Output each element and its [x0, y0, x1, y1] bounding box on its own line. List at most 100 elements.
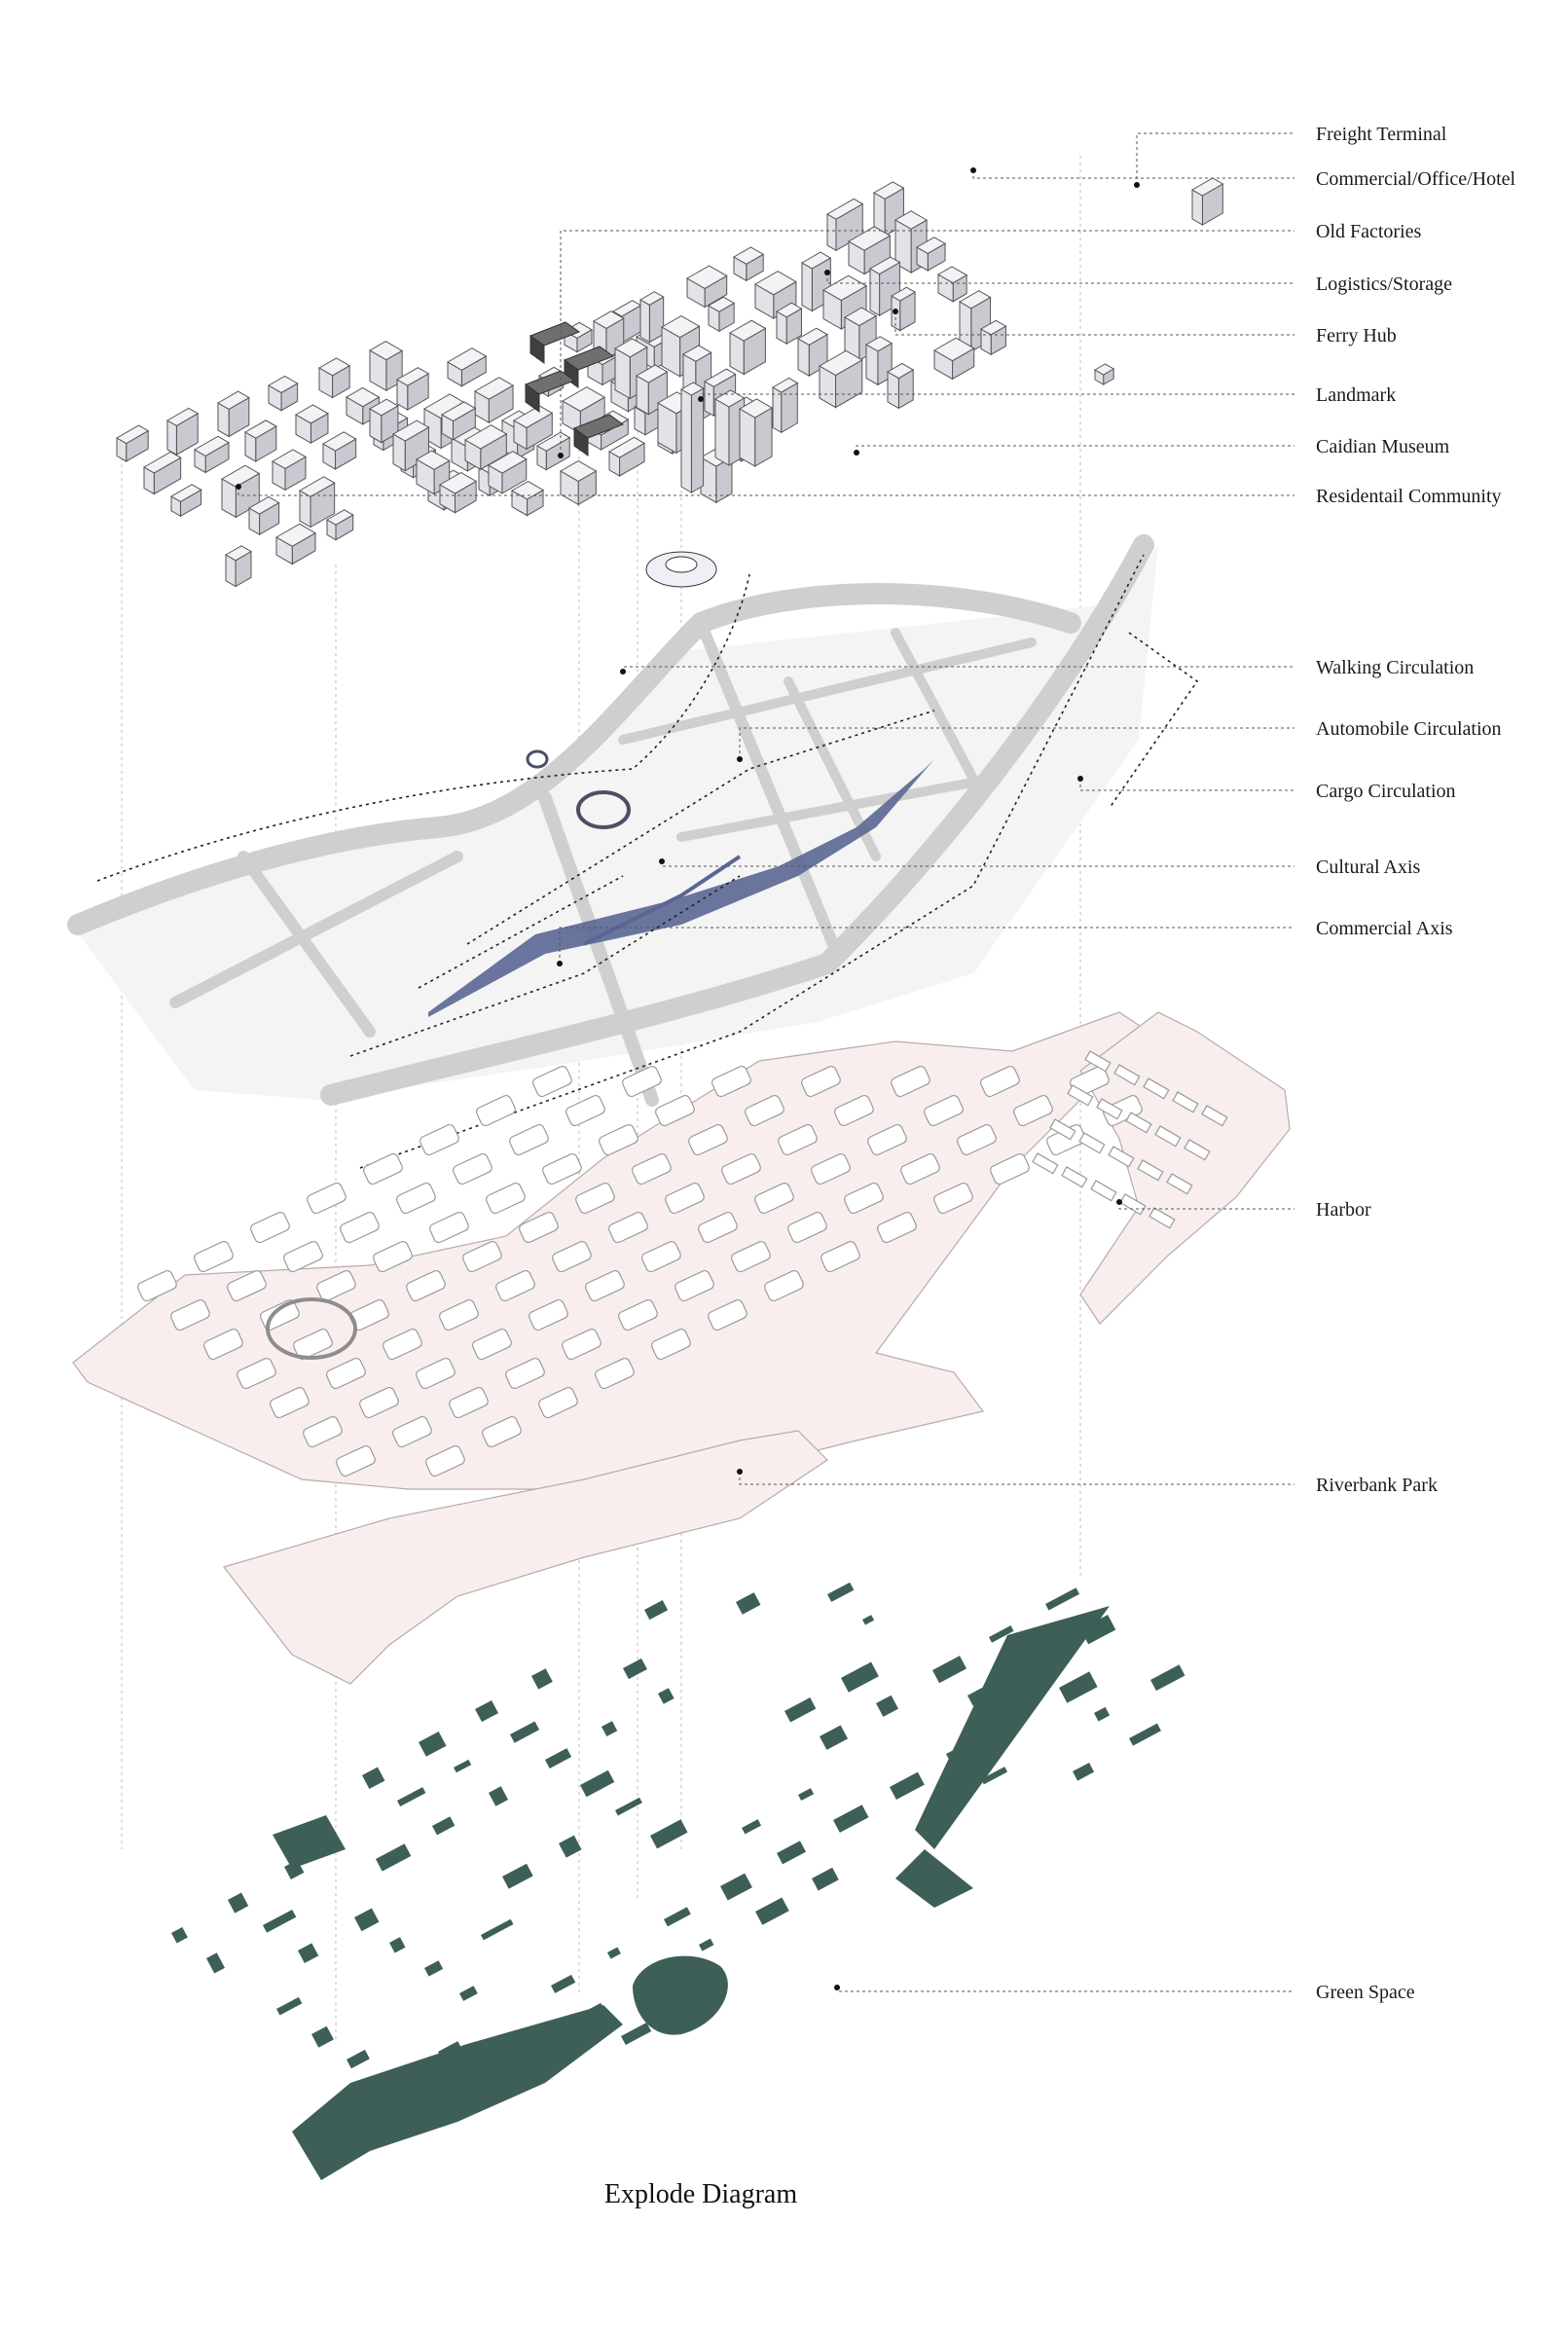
building: [245, 420, 276, 461]
label-walking-circulation: Walking Circulation: [1316, 657, 1474, 678]
building: [1192, 178, 1222, 225]
building: [167, 408, 198, 455]
green-patch: [389, 1937, 406, 1952]
label-landmark: Landmark: [1316, 384, 1396, 406]
label-old-factories: Old Factories: [1316, 221, 1422, 242]
green-patch: [664, 1907, 691, 1926]
green-patch: [454, 1760, 471, 1772]
green-patch: [397, 1787, 425, 1806]
landmark-ring-inner: [666, 557, 697, 572]
plan-block: [306, 1182, 347, 1215]
green-patch: [755, 1897, 789, 1924]
building: [273, 450, 306, 490]
green-patch: [346, 2050, 370, 2068]
leader-dot: [659, 858, 665, 864]
building: [319, 358, 349, 398]
green-patch: [354, 1908, 379, 1931]
label-cultural-axis: Cultural Axis: [1316, 857, 1420, 878]
harbor-berth: [1079, 1133, 1105, 1153]
leader-dot: [854, 450, 859, 456]
green-patch: [1150, 1664, 1185, 1691]
building: [144, 452, 181, 493]
building: [1095, 364, 1113, 384]
green-patch: [798, 1788, 814, 1801]
green-patch: [720, 1874, 752, 1901]
building: [777, 303, 801, 344]
leader-dot: [558, 453, 564, 458]
park-green: [633, 1956, 728, 2035]
green-patch: [602, 1721, 617, 1736]
harbor-berth: [1091, 1181, 1116, 1201]
green-patch: [459, 1986, 478, 2001]
green-patch: [419, 1732, 447, 1757]
building: [561, 461, 596, 505]
green-patch: [489, 1786, 508, 1806]
leader-dot: [236, 484, 241, 490]
harbor-green: [895, 1849, 973, 1908]
plan-block: [193, 1240, 235, 1273]
leader-dot: [1077, 776, 1083, 782]
plan-block: [475, 1094, 517, 1127]
green-patch: [559, 1836, 582, 1858]
green-patch: [580, 1770, 614, 1798]
leader-line: [895, 311, 1295, 335]
harbor-berth: [1033, 1153, 1058, 1174]
green-patch: [658, 1688, 675, 1704]
building: [117, 425, 148, 461]
green-patch: [1073, 1763, 1094, 1781]
label-logistics-storage: Logistics/Storage: [1316, 274, 1452, 295]
green-patch: [362, 1767, 384, 1788]
green-strip: [915, 1606, 1110, 1849]
building: [512, 482, 543, 516]
green-patch: [777, 1841, 806, 1864]
label-cargo-circulation: Cargo Circulation: [1316, 781, 1456, 802]
leader-line: [1137, 133, 1295, 185]
green-patch: [298, 1943, 318, 1963]
leader-dot: [834, 1985, 840, 1990]
green-patch: [833, 1805, 869, 1833]
leader-dot: [737, 756, 743, 762]
plan-block: [428, 1211, 470, 1244]
plan-block: [419, 1123, 460, 1156]
plan-block: [395, 1182, 437, 1215]
plan-block: [565, 1094, 606, 1127]
leader-line: [837, 1988, 1295, 1991]
label-ferry-hub: Ferry Hub: [1316, 325, 1397, 346]
building: [171, 485, 201, 516]
buildings-layer: [117, 178, 1222, 587]
label-harbor: Harbor: [1316, 1199, 1371, 1221]
building: [276, 524, 315, 564]
green-patch: [862, 1615, 874, 1624]
green-patch: [545, 1748, 571, 1769]
green-patch: [827, 1583, 854, 1602]
harbor-ground: [1080, 1012, 1290, 1324]
green-patch: [890, 1772, 925, 1800]
green-patch: [699, 1939, 713, 1951]
green-patch: [784, 1697, 816, 1722]
leader-line: [1080, 779, 1295, 790]
leader-dot: [1116, 1199, 1122, 1205]
roundabout-small: [528, 751, 547, 767]
green-patch: [650, 1819, 688, 1848]
green-patch: [376, 1843, 411, 1871]
building: [296, 405, 328, 443]
leader-line: [740, 1472, 1295, 1484]
green-patch: [736, 1592, 760, 1615]
label-riverbank-park: Riverbank Park: [1316, 1475, 1438, 1496]
green-patch: [841, 1661, 879, 1692]
leader-dot: [970, 167, 976, 173]
building: [475, 378, 513, 422]
green-patch: [932, 1656, 966, 1683]
green-patch: [475, 1700, 498, 1722]
green-patch: [644, 1600, 668, 1620]
green-patch: [228, 1893, 248, 1914]
building: [640, 292, 664, 343]
green-patch: [432, 1816, 455, 1835]
green-patch: [276, 1997, 302, 2016]
leader-dot: [620, 669, 626, 675]
leader-line: [857, 446, 1295, 453]
green-patch: [615, 1798, 642, 1816]
green-patch: [263, 1910, 296, 1933]
label-green-space: Green Space: [1316, 1982, 1415, 2003]
